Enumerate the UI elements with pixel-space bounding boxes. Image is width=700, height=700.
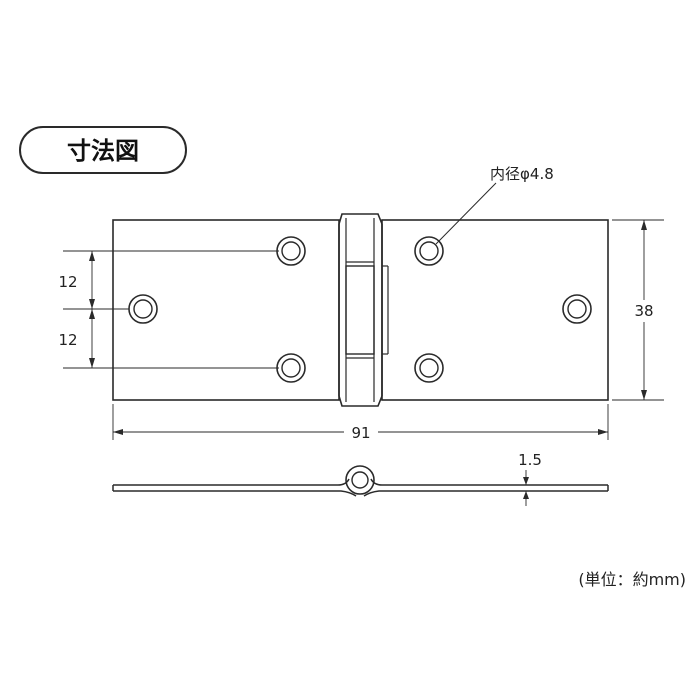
hole-right-middle [562,294,592,324]
spacing-upper-label: 12 [58,273,77,291]
hole-right-top [414,236,444,266]
title-badge: 寸法図 [19,126,187,174]
title-text: 寸法図 [67,137,139,165]
hinge-side-view [112,465,609,497]
hole-left-middle [128,294,158,324]
hole-right-bottom [414,353,444,383]
knuckle [338,213,389,407]
side-knuckle-pin [351,471,369,489]
leader-line [435,182,497,245]
side-knuckle-outer [345,465,375,495]
unit-note: (単位：約mm) [578,570,686,589]
hole-diameter-label: 内径φ4.8 [490,165,554,183]
width-dimension: 91 [112,404,609,442]
hole-diameter-callout: 内径φ4.8 [435,165,554,245]
hole-left-bottom [276,353,306,383]
title-badge-frame [19,126,187,174]
screw-holes [128,236,592,383]
thickness-label: 1.5 [518,451,542,469]
spacing-lower-label: 12 [58,331,77,349]
hole-spacing-dimensions: 12 12 [58,250,279,369]
thickness-dimension: 1.5 [518,451,542,506]
hole-left-top [276,236,306,266]
width-label: 91 [351,424,370,442]
height-label: 38 [634,302,653,320]
height-dimension: 38 [612,219,664,401]
hinge-top-view [112,213,609,407]
